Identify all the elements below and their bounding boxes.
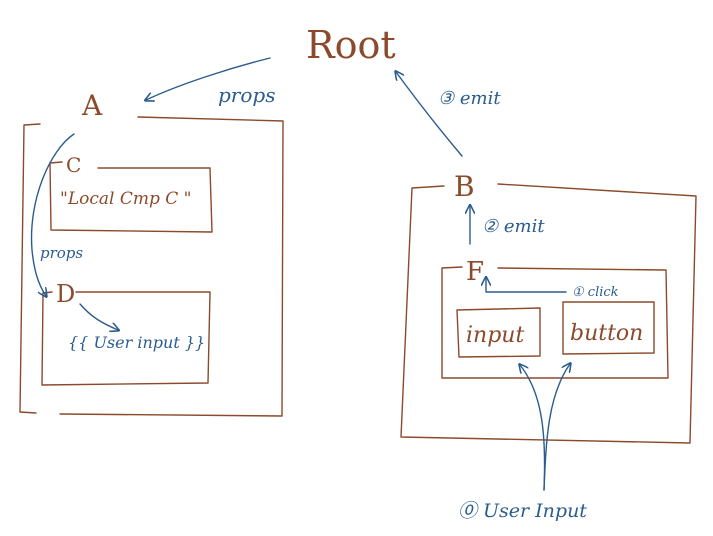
arrow-root-to-a — [146, 57, 271, 100]
button-box — [562, 301, 655, 355]
component-c-content: "Local Cmp C " — [60, 189, 191, 209]
arrow-b-to-root — [396, 72, 463, 157]
component-b-label: B — [454, 170, 475, 203]
edge-label-user-input: ⓪ User Input — [458, 500, 587, 522]
component-c-box — [49, 161, 213, 233]
edge-label-a-to-d: props — [40, 244, 83, 262]
button-label: button — [570, 321, 643, 346]
arrow-user-to-button — [543, 364, 570, 491]
edge-label-f-to-b: ② emit — [482, 216, 545, 237]
edge-label-root-to-a: props — [218, 83, 275, 107]
input-label: input — [466, 323, 524, 348]
component-d-label: D — [56, 280, 75, 308]
component-a-box — [19, 116, 284, 417]
component-c-label: C — [66, 153, 81, 177]
arrow-user-to-input — [520, 365, 546, 491]
component-f-box — [441, 266, 669, 379]
input-box — [456, 307, 541, 358]
edge-label-click: ① click — [572, 285, 619, 300]
edge-label-b-to-root: ③ emit — [438, 88, 501, 109]
component-b-box — [400, 183, 697, 444]
component-f-label: F — [466, 257, 484, 287]
arrow-a-to-d — [30, 133, 75, 296]
root-node-label: Root — [306, 23, 396, 67]
arrow-button-to-f — [486, 278, 567, 293]
component-d-content: {{ User input }} — [68, 333, 205, 352]
arrow-d-to-content — [79, 303, 118, 330]
component-a-label: A — [81, 89, 103, 122]
